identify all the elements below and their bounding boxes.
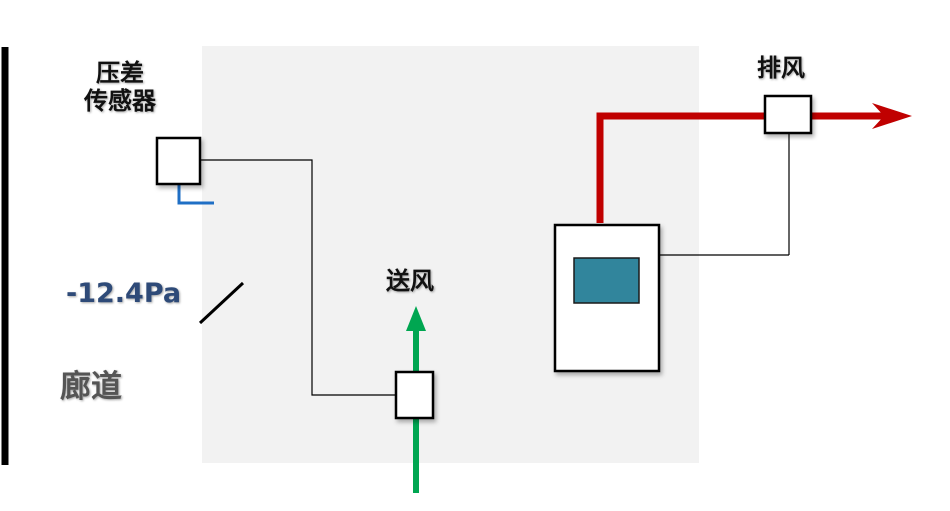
sensor-label-line2: 传感器 <box>84 86 156 115</box>
supply-label: 送风 <box>386 267 434 295</box>
sensor-signal-wire <box>200 159 397 396</box>
pressure-readout: -12.4Pa <box>66 278 182 309</box>
sensor-tube <box>177 184 214 205</box>
controller-screen <box>573 257 640 304</box>
exhaust-valve-box <box>763 94 813 135</box>
corridor-label: 廊道 <box>60 369 122 405</box>
door-leaf <box>198 281 245 325</box>
exhaust-label: 排风 <box>757 54 805 82</box>
pressure-sensor-box <box>155 136 202 186</box>
sensor-label: 压差 传感器 <box>84 59 156 115</box>
supply-valve-box <box>394 370 435 420</box>
supply-arrow-head <box>406 306 426 331</box>
sensor-label-line1: 压差 <box>96 59 144 87</box>
exhaust-arrow-head <box>872 103 912 129</box>
